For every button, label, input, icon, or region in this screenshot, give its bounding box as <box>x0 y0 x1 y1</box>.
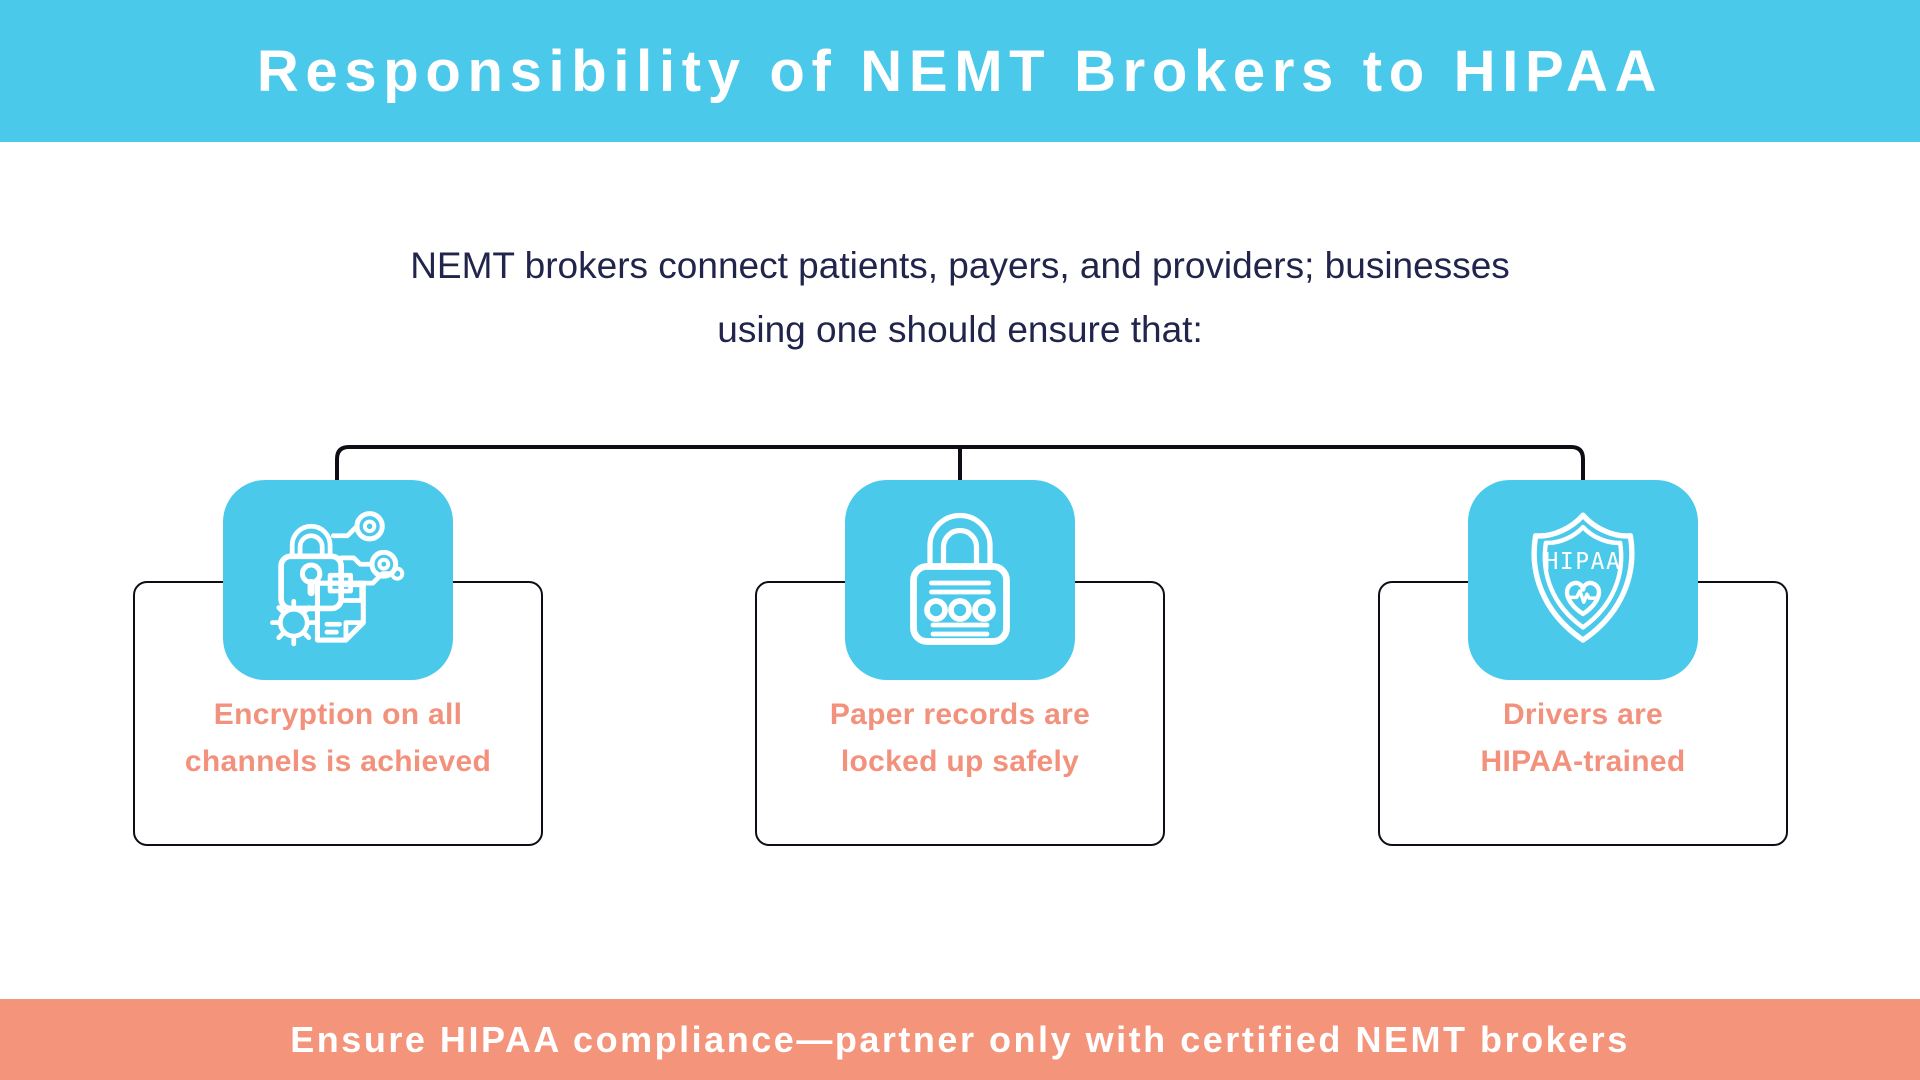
card-encryption: Encryption on all channels is achieved <box>133 480 543 846</box>
shield-caption-text: HIPAA <box>1545 549 1622 575</box>
card-drivers-icon-box: HIPAA <box>1468 480 1698 680</box>
card-drivers: HIPAA Drivers are HIPAA-trained <box>1378 480 1788 846</box>
card-encryption-icon-box <box>223 480 453 680</box>
card-paper-records-label-line-1: Paper records are <box>829 698 1091 731</box>
footer-band: Ensure HIPAA compliance—partner only wit… <box>0 999 1920 1080</box>
hipaa-shield-icon: HIPAA <box>1531 512 1635 643</box>
page-title: Responsibility of NEMT Brokers to HIPAA <box>256 38 1664 104</box>
intro-line-2: using one should ensure that: <box>717 309 1203 350</box>
header-band: Responsibility of NEMT Brokers to HIPAA <box>0 0 1920 142</box>
card-drivers-label: Drivers are HIPAA-trained <box>1380 691 1786 785</box>
footer-text: Ensure HIPAA compliance—partner only wit… <box>290 1018 1630 1060</box>
card-paper-records-label: Paper records are locked up safely <box>757 691 1163 785</box>
card-paper-records: Paper records are locked up safely <box>755 480 1165 846</box>
padlock-icon <box>910 512 1010 645</box>
card-paper-records-label-line-2: locked up safely <box>840 745 1080 778</box>
card-encryption-label-line-1: Encryption on all <box>213 698 463 731</box>
intro-text: NEMT brokers connect patients, payers, a… <box>0 234 1920 362</box>
encryption-lock-circuit-icon <box>270 511 405 647</box>
card-drivers-label-line-1: Drivers are <box>1502 698 1664 731</box>
intro-line-1: NEMT brokers connect patients, payers, a… <box>410 245 1510 286</box>
connector-branch-line <box>335 445 1585 481</box>
card-drivers-label-line-2: HIPAA-trained <box>1480 745 1686 778</box>
card-encryption-label: Encryption on all channels is achieved <box>135 691 541 785</box>
card-paper-records-icon-box <box>845 480 1075 680</box>
card-encryption-label-line-2: channels is achieved <box>184 745 492 778</box>
